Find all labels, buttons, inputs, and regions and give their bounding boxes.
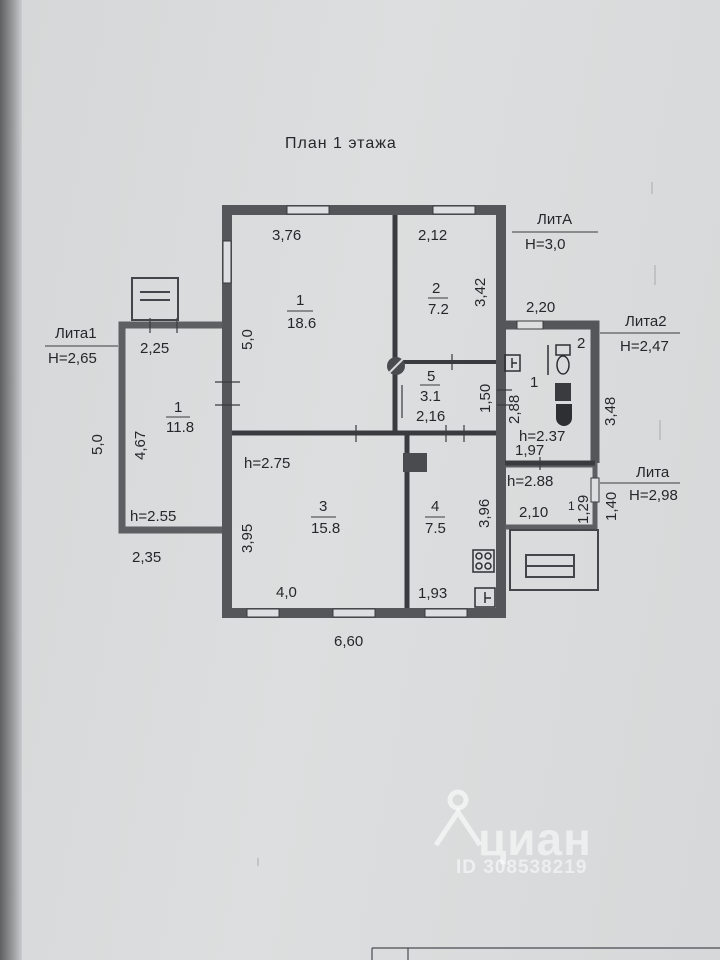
- dim-total-bottom: 6,60: [334, 633, 364, 650]
- veranda-height: h=2.55: [130, 508, 177, 525]
- window: [222, 240, 232, 284]
- chimney-cross: [388, 358, 404, 374]
- lit-a1-height: H=2,65: [48, 350, 97, 367]
- room-4-area: 7.5: [425, 520, 446, 537]
- bath-height: h=2.37: [519, 428, 566, 445]
- dim-room-5-height: 1,50: [477, 383, 494, 413]
- dim-veranda-outer: 5,0: [89, 434, 106, 455]
- cian-logo-icon: [433, 789, 483, 847]
- small-room-height: h=2.88: [507, 473, 554, 490]
- dim-top-left: 3,76: [272, 227, 302, 244]
- dim-room-3-side: 3,95: [239, 523, 256, 553]
- bath-fixture: [555, 383, 571, 401]
- kitchen-stove-icon: [472, 549, 495, 573]
- porch-steps-right: [509, 529, 599, 591]
- watermark-id: ID 308538219: [456, 857, 588, 878]
- dim-room-4-bottom: 1,93: [418, 585, 448, 602]
- dim-bath-side: 3,48: [602, 396, 619, 426]
- plan-title: План 1 этажа: [285, 135, 397, 152]
- room-3-area: 15.8: [311, 520, 341, 537]
- window: [332, 608, 376, 618]
- room-1-number: 1: [296, 292, 305, 309]
- dim-room-3-bottom: 4,0: [276, 584, 297, 601]
- dim-veranda-bottom: 2,35: [132, 549, 162, 566]
- lit-a2-name: Лита2: [625, 313, 667, 330]
- toilet-icon: [555, 344, 571, 375]
- window: [286, 205, 330, 215]
- dim-bath-bottom: 1,97: [515, 442, 545, 459]
- room-3-number: 3: [319, 498, 328, 515]
- boiler-icon: [474, 587, 496, 608]
- lit-a-height: H=3,0: [525, 236, 566, 253]
- small-room-number: 1: [568, 499, 575, 513]
- room-4-number: 4: [431, 498, 440, 515]
- dim-top-right: 2,12: [418, 227, 448, 244]
- window: [516, 320, 544, 330]
- sink-icon: [556, 404, 572, 426]
- window: [432, 205, 476, 215]
- plan-sheet: [18, 0, 720, 960]
- veranda-number: 1: [174, 399, 183, 416]
- window: [590, 477, 600, 503]
- porch-steps-left: [131, 277, 179, 321]
- dim-room-4-side: 3,96: [476, 498, 493, 528]
- lit-a2-height: H=2,47: [620, 338, 669, 355]
- veranda-walls: [118, 321, 222, 534]
- room-2-number: 2: [432, 280, 441, 297]
- window: [246, 608, 280, 618]
- dim-room-5-width: 2,16: [416, 408, 446, 425]
- dim-small-inner-height: 1,29: [575, 494, 592, 524]
- dim-small-width: 2,10: [519, 504, 549, 521]
- dim-room-2-side: 3,42: [472, 277, 489, 307]
- dim-veranda-inner: 4,67: [132, 430, 149, 460]
- lit-small-height: H=2,98: [629, 487, 678, 504]
- room-5-area: 3.1: [420, 388, 441, 405]
- dim-room-1-side: 5,0: [239, 329, 256, 350]
- lit-small-name: Лита: [636, 464, 670, 481]
- dim-small-outer-height: 1,40: [603, 491, 620, 521]
- lit-a1-name: Лита1: [55, 325, 97, 342]
- dim-corridor-height: 2,88: [506, 394, 523, 424]
- dim-bath-top: 2,20: [526, 299, 556, 316]
- room-3-height: h=2.75: [244, 455, 291, 472]
- bath-number-2: 2: [577, 335, 586, 352]
- room-2-area: 7.2: [428, 301, 449, 318]
- main-house-outline: [222, 205, 506, 618]
- dim-veranda-top: 2,25: [140, 340, 170, 357]
- bath-number: 1: [530, 374, 539, 391]
- room-1-area: 18.6: [287, 315, 317, 332]
- bath-boiler-icon: [504, 354, 521, 372]
- page-edge-shadow: [0, 0, 22, 960]
- watermark-brand: циан: [478, 813, 592, 865]
- window: [424, 608, 468, 618]
- lit-a-name: ЛитА: [537, 211, 573, 228]
- veranda-area: 11.8: [166, 419, 195, 436]
- room-5-number: 5: [427, 368, 436, 385]
- heater-block: [403, 453, 427, 472]
